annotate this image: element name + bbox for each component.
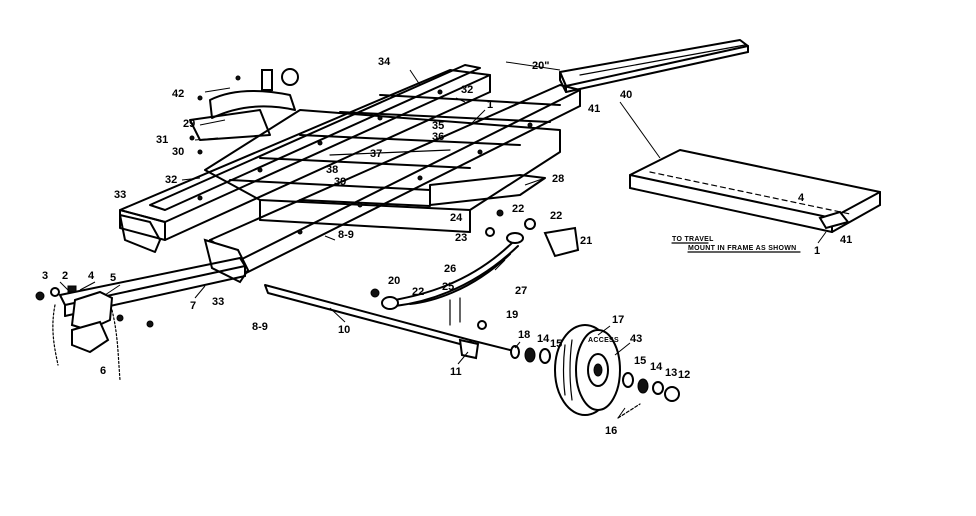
callout-16: 16: [605, 425, 617, 437]
callout-26: 26: [444, 263, 456, 275]
callout-numbers: 1 1 3 2 4 4 5 6 7 8-9 8-9 10 11 12 13 14…: [42, 56, 852, 437]
callout-4b: 4: [798, 192, 805, 204]
axle-assembly: [264, 209, 580, 360]
callout-34: 34: [378, 56, 391, 68]
wheel-assembly: ACCESS: [510, 324, 680, 419]
callout-22a: 22: [512, 203, 524, 215]
callout-2: 2: [62, 270, 68, 282]
callout-7: 7: [190, 300, 196, 312]
callout-39: 39: [334, 176, 346, 188]
callout-19: 19: [506, 309, 518, 321]
callout-13: 13: [665, 367, 677, 379]
tire-brand-text: ACCESS: [588, 337, 619, 344]
callout-20-inch: 20": [532, 60, 549, 72]
callout-41a: 41: [588, 103, 600, 115]
callout-14b: 14: [650, 361, 663, 373]
callout-41b: 41: [840, 234, 852, 246]
callout-11: 11: [450, 366, 462, 378]
callout-12: 12: [678, 369, 690, 381]
callout-31: 31: [156, 134, 168, 146]
callout-5: 5: [110, 272, 116, 284]
callout-35: 35: [432, 120, 444, 132]
callout-37: 37: [370, 148, 382, 160]
callout-29: 29: [183, 118, 195, 130]
callout-17: 17: [612, 314, 624, 326]
note-line-2: MOUNT IN FRAME AS SHOWN: [688, 245, 797, 252]
callout-36: 36: [432, 131, 444, 143]
callout-3: 3: [42, 270, 48, 282]
callout-10: 10: [338, 324, 350, 336]
travel-note: TO TRAVEL MOUNT IN FRAME AS SHOWN: [671, 236, 801, 253]
light-bracket: [189, 68, 299, 155]
callout-18: 18: [518, 329, 530, 341]
spare-frame-stowed: [629, 149, 881, 233]
callout-38: 38: [326, 164, 338, 176]
callout-28: 28: [552, 173, 564, 185]
callout-8-9b: 8-9: [252, 321, 268, 333]
winch-stand: [559, 39, 749, 93]
note-line-1: TO TRAVEL: [672, 236, 714, 243]
callout-32b: 32: [165, 174, 177, 186]
callout-15a: 15: [550, 338, 562, 350]
callout-43: 43: [630, 333, 642, 345]
callout-23: 23: [455, 232, 467, 244]
callout-6: 6: [100, 365, 106, 377]
callout-40: 40: [620, 89, 632, 101]
callout-33a: 33: [114, 189, 126, 201]
callout-8-9a: 8-9: [338, 229, 354, 241]
callout-20: 20: [388, 275, 400, 287]
callout-25: 25: [442, 281, 454, 293]
callout-4: 4: [88, 270, 95, 282]
callout-22c: 22: [412, 286, 424, 298]
callout-22b: 22: [550, 210, 562, 222]
callout-27: 27: [515, 285, 527, 297]
callout-15b: 15: [634, 355, 646, 367]
callout-32a: 32: [461, 84, 473, 96]
callout-1b: 1: [814, 245, 820, 257]
callout-33b: 33: [212, 296, 224, 308]
callout-14a: 14: [537, 333, 550, 345]
main-frame: [119, 64, 581, 284]
callout-1: 1: [487, 99, 493, 111]
callout-30: 30: [172, 146, 184, 158]
leader-lines: [59, 61, 827, 419]
callout-42: 42: [172, 88, 184, 100]
callout-21: 21: [580, 235, 592, 247]
callout-24: 24: [450, 212, 463, 224]
tongue-assembly: [35, 257, 246, 381]
